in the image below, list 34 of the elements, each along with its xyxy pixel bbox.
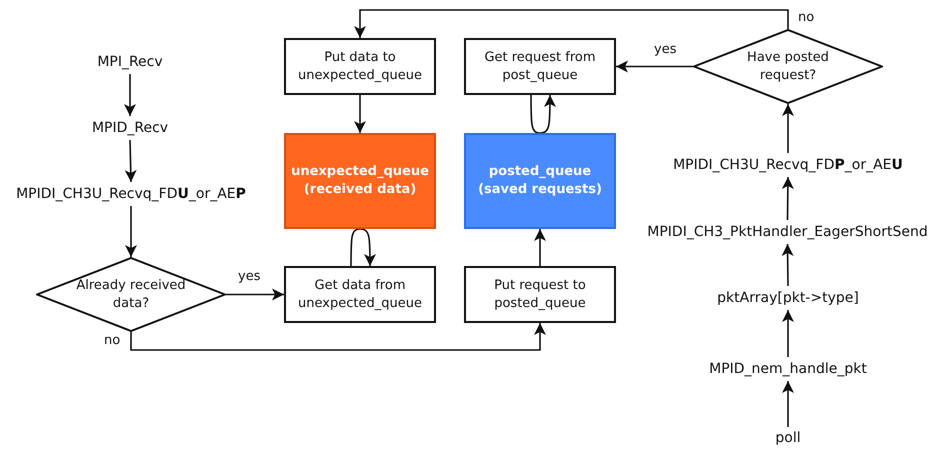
- arrow: [124, 74, 136, 116]
- arrow: [616, 60, 693, 72]
- arrow: [125, 206, 137, 257]
- arrow: [782, 310, 794, 357]
- function-name: MPI_Recv: [70, 50, 190, 74]
- arrow: [350, 228, 376, 267]
- arrow: [534, 229, 546, 266]
- process-box: Get data from unexpected_queue: [284, 266, 436, 323]
- queue-box: posted_queue (saved requests): [464, 133, 616, 229]
- arrow: [782, 244, 794, 286]
- arrow: [782, 381, 794, 427]
- function-name: poll: [748, 427, 828, 448]
- arrow: [354, 9, 789, 38]
- function-name: pktArray[pkt->type]: [688, 286, 888, 310]
- arrow: [354, 95, 366, 133]
- edge-label: yes: [236, 270, 262, 284]
- process-box: Put request to posted_queue: [464, 266, 616, 323]
- decision-text: Have posted request?: [746, 48, 830, 84]
- function-name: MPID_Recv: [70, 116, 190, 140]
- arrow: [124, 140, 137, 182]
- edge-label: yes: [652, 43, 678, 58]
- function-name: MPIDI_CH3U_Recvq_FDP_or_AEU: [638, 153, 938, 177]
- process-box: Get request from post_queue: [464, 38, 616, 95]
- arrow: [226, 288, 284, 300]
- arrow: [530, 94, 556, 134]
- function-name: MPIDI_CH3U_Recvq_FDU_or_AEP: [0, 182, 262, 206]
- arrow: [782, 104, 794, 153]
- arrow: [130, 323, 546, 351]
- decision-text: Already received data?: [75, 276, 187, 312]
- queue-box: unexpected_queue (received data): [284, 133, 436, 229]
- arrow: [782, 177, 794, 220]
- function-name: MPID_nem_handle_pkt: [688, 357, 888, 381]
- function-name: MPIDI_CH3_PktHandler_EagerShortSend: [630, 220, 945, 244]
- process-box: Put data to unexpected_queue: [284, 38, 436, 95]
